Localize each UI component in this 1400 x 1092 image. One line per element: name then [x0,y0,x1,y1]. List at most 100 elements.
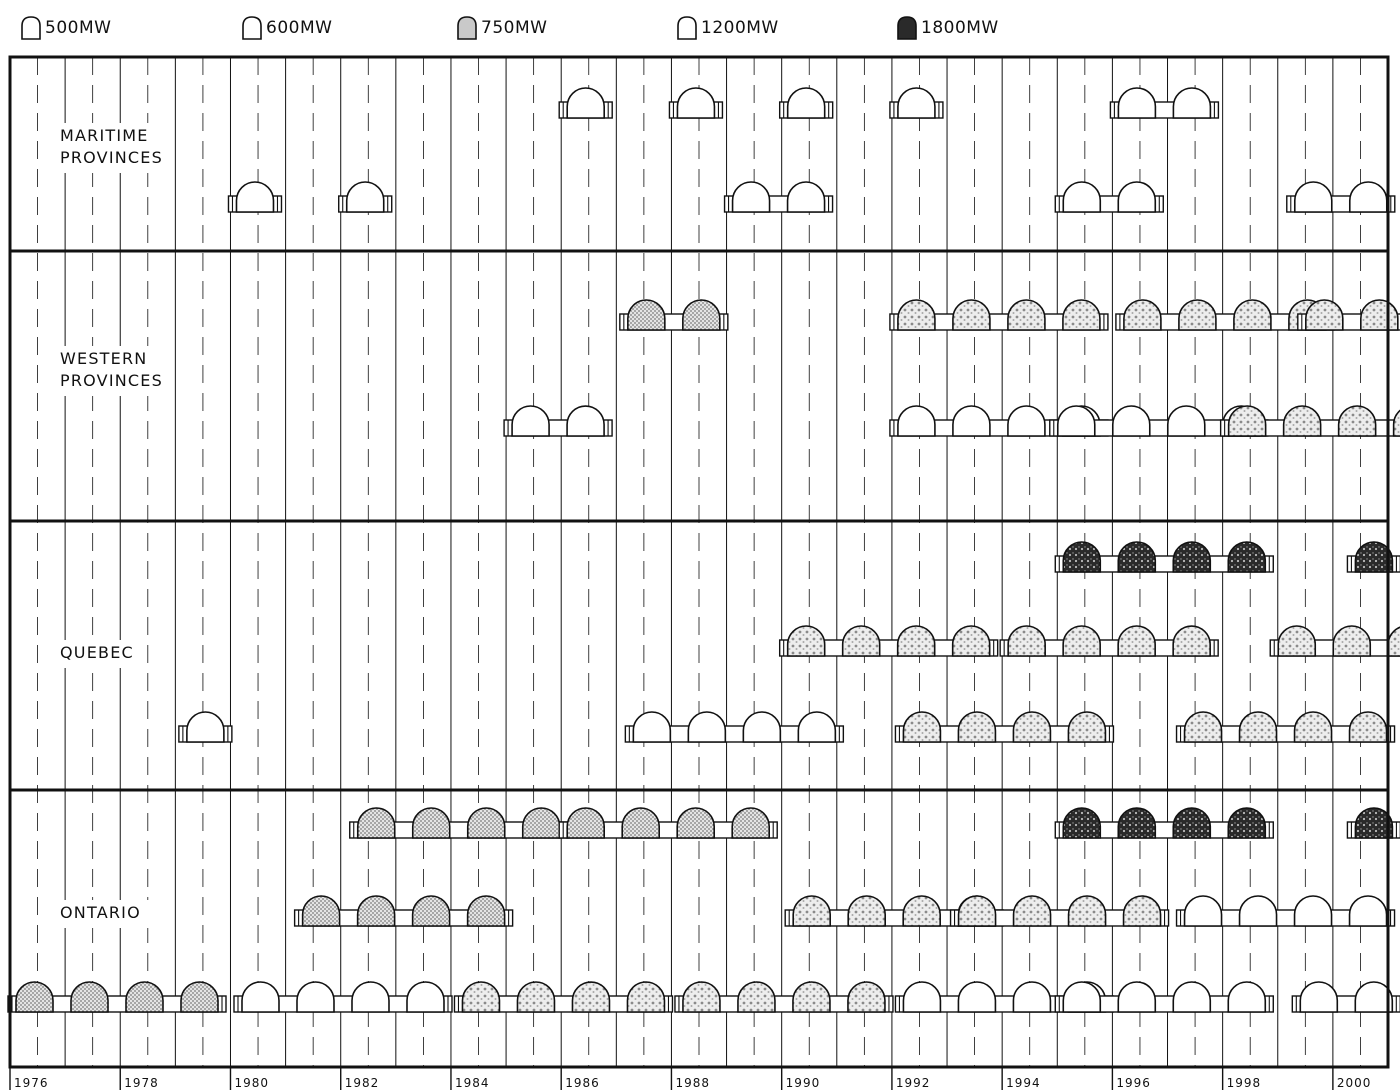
reactor-dome [1339,406,1376,436]
reactor-station [1287,182,1395,212]
reactor-dome [1168,406,1205,436]
reactor-dome [567,808,604,838]
reactor-dome [683,300,720,330]
reactor-station [951,896,1169,926]
reactor-dome [793,896,830,926]
reactor-dome [1388,626,1400,656]
reactor-dome [798,712,835,742]
reactor-dome [793,982,830,1012]
reactor-dome [468,896,505,926]
reactor-dome [1240,896,1277,926]
reactor-dome [848,982,885,1012]
reactor-dome [1350,182,1387,212]
reactor-dome [181,982,218,1012]
reactor-dome [627,982,664,1012]
reactor-dome [898,626,935,656]
reactor-dome [1300,982,1337,1012]
reactor-dome [1394,406,1400,436]
reactor-dome [512,406,549,436]
reactor-dome [1361,300,1398,330]
reactor-station [295,896,513,926]
reactor-dome [903,982,940,1012]
reactor-dome [297,982,334,1012]
reactor-station [1000,626,1218,656]
year-label: 1996 [1116,1076,1151,1090]
reactor-dome [903,712,940,742]
reactor-dome [352,982,389,1012]
reactor-dome [1229,406,1266,436]
reactor-dome [683,982,720,1012]
reactor-station [8,982,226,1012]
reactor-dome [958,712,995,742]
reactor-station [454,982,672,1012]
reactor-station [504,406,612,436]
reactor-station [234,982,452,1012]
reactor-dome [688,712,725,742]
reactor-dome [788,88,825,118]
reactor-station [1298,300,1400,330]
reactor-dome [898,300,935,330]
reactor-dome [187,712,224,742]
year-label: 1980 [234,1076,269,1090]
year-label: 1990 [786,1076,821,1090]
reactor-dome [1013,982,1050,1012]
reactor-dome [358,808,395,838]
reactor-dome [1118,626,1155,656]
reactor-dome [1295,712,1332,742]
region-label: WESTERN [60,349,147,368]
year-label: 1984 [455,1076,490,1090]
reactor-dome [1063,182,1100,212]
reactor-station [1177,712,1395,742]
reactor-station [1055,182,1163,212]
reactor-dome [303,896,340,926]
reactor-station [1347,808,1400,838]
year-label: 1988 [675,1076,710,1090]
reactor-dome [1058,406,1095,436]
reactor-dome [1063,542,1100,572]
reactor-station [1347,542,1400,572]
reactor-dome [738,982,775,1012]
reactor-station [780,626,998,656]
reactor-dome [1118,982,1155,1012]
reactor-dome [1228,982,1265,1012]
reactor-dome [71,982,108,1012]
reactor-dome [1350,712,1387,742]
region-label: MARITIME [60,126,149,145]
reactor-dome [1173,542,1210,572]
reactor-dome [1118,808,1155,838]
reactor-station [890,88,943,118]
reactor-dome [1295,896,1332,926]
reactor-dome [1008,626,1045,656]
reactor-station [179,712,232,742]
reactor-dome [567,406,604,436]
reactor-dome [953,406,990,436]
reactor-dome [1350,896,1387,926]
reactor-dome [953,626,990,656]
reactor-dome [523,808,560,838]
reactor-dome [242,982,279,1012]
reactor-station [1110,88,1218,118]
reactor-dome [236,182,273,212]
reactor-station [228,182,281,212]
reactor-station [1055,808,1273,838]
reactor-dome [1118,182,1155,212]
reactor-dome [1284,406,1321,436]
reactor-dome [1008,300,1045,330]
reactor-dome [958,982,995,1012]
reactor-dome [843,626,880,656]
reactor-dome [1124,300,1161,330]
reactor-station [890,300,1108,330]
reactor-dome [1333,626,1370,656]
reactor-station [559,808,777,838]
reactor-dome [413,896,450,926]
reactor-dome [1113,406,1150,436]
reactor-dome [517,982,554,1012]
year-label: 1982 [345,1076,380,1090]
reactor-station [1055,542,1273,572]
reactor-dome [572,982,609,1012]
reactor-dome [898,88,935,118]
reactor-dome [848,896,885,926]
year-label: 1978 [124,1076,159,1090]
reactor-dome [677,88,714,118]
